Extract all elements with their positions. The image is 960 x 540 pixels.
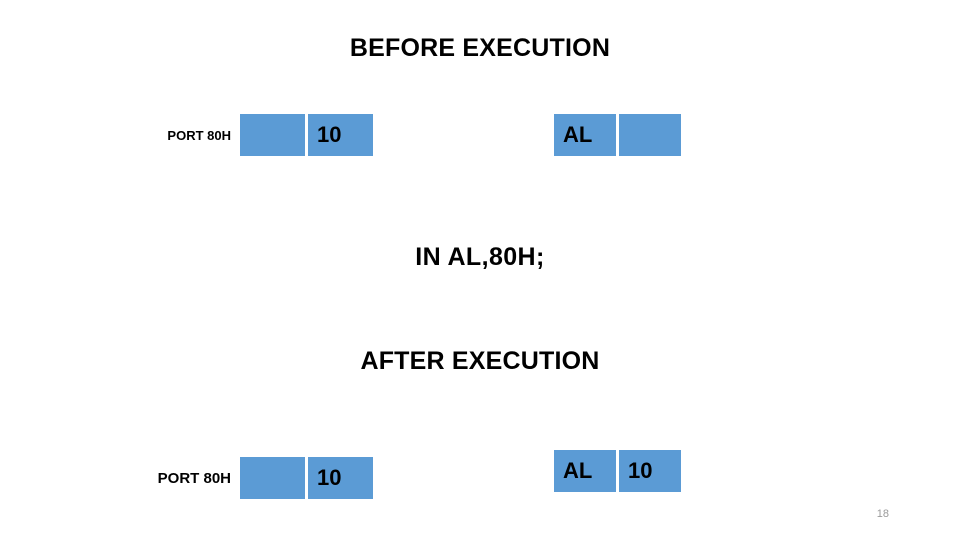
al-cell-before-1	[619, 114, 681, 156]
port-cell-before-1: 10	[308, 114, 373, 156]
port-label-after: PORT 80H	[157, 469, 231, 487]
al-cells-before: AL	[554, 114, 681, 156]
port-cell-after-0	[240, 457, 305, 499]
al-register-before: AL	[554, 114, 681, 156]
page-number: 18	[876, 508, 889, 520]
port-cell-after-1-value: 10	[317, 465, 342, 490]
port-cells-before: 10	[240, 114, 373, 156]
port-cell-after-1: 10	[308, 457, 373, 499]
port-cell-before-0	[240, 114, 305, 156]
al-cell-after-1-value: 10	[628, 458, 653, 483]
al-register-after: AL 10	[554, 450, 681, 492]
al-cell-before-0: AL	[554, 114, 616, 156]
al-cell-after-0-value: AL	[563, 458, 593, 483]
instruction-statement: IN AL,80H;	[415, 243, 545, 271]
port-cells-after: 10	[240, 457, 373, 499]
before-execution-title: BEFORE EXECUTION	[349, 34, 611, 62]
after-execution-title: AFTER EXECUTION	[360, 347, 600, 375]
al-cell-after-0: AL	[554, 450, 616, 492]
al-cell-after-1: 10	[619, 450, 681, 492]
port-register-after: PORT 80H 10	[140, 457, 373, 499]
port-label-before: PORT 80H	[167, 127, 231, 143]
al-cells-after: AL 10	[554, 450, 681, 492]
port-cell-before-1-value: 10	[317, 122, 342, 147]
port-register-before: PORT 80H 10	[155, 114, 373, 156]
al-cell-before-0-value: AL	[563, 122, 593, 147]
